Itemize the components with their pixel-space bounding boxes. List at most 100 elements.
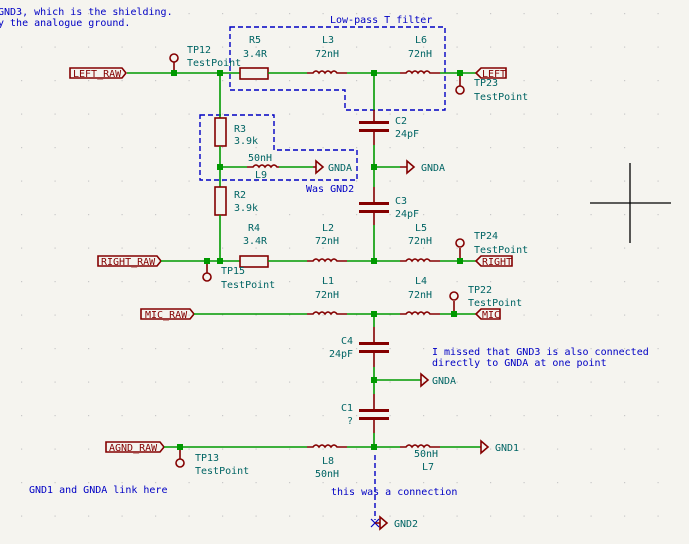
grid-dot	[88, 80, 90, 82]
r2-value: 3.9k	[234, 203, 258, 214]
grid-dot	[624, 482, 626, 484]
grid-dot	[289, 448, 291, 450]
grid-dot	[624, 46, 626, 48]
grid-dot	[456, 46, 458, 48]
global-label-right-raw[interactable]: RIGHT_RAW	[97, 255, 163, 268]
power-gnda-2[interactable]: GNDA	[400, 159, 445, 175]
grid-dot	[423, 113, 425, 115]
inductor-l9[interactable]	[247, 164, 279, 169]
grid-dot	[423, 281, 425, 283]
grid-dot	[54, 314, 56, 316]
grid-dot	[155, 381, 157, 383]
grid-dot	[188, 314, 190, 316]
grid-dot	[389, 415, 391, 417]
capacitor-c1[interactable]	[359, 394, 389, 433]
grid-dot	[21, 281, 23, 283]
grid-dot	[54, 180, 56, 182]
grid-dot	[657, 46, 659, 48]
grid-dot	[356, 482, 358, 484]
inductor-l5[interactable]	[400, 258, 440, 263]
c4-value: 24pF	[329, 349, 353, 360]
grid-dot	[389, 180, 391, 182]
grid-dot	[657, 415, 659, 417]
grid-dot	[490, 46, 492, 48]
grid-dot	[322, 415, 324, 417]
inductor-l8[interactable]	[307, 444, 347, 449]
testpoint-tp24[interactable]	[455, 238, 465, 261]
grid-dot	[322, 247, 324, 249]
global-label-agnd-raw[interactable]: AGND_RAW	[105, 441, 166, 454]
grid-dot	[121, 247, 123, 249]
grid-dot	[188, 80, 190, 82]
resistor-r5[interactable]	[239, 67, 269, 80]
svg-text:MIC: MIC	[482, 310, 500, 321]
grid-dot	[88, 314, 90, 316]
inductor-l1[interactable]	[307, 311, 347, 316]
tp13-ref: TP13	[195, 453, 219, 464]
capacitor-c4[interactable]	[359, 327, 389, 367]
grid-dot	[657, 13, 659, 15]
grid-dot	[624, 13, 626, 15]
l4-ref: L4	[415, 276, 427, 287]
power-gnda-1[interactable]: GNDA	[313, 159, 352, 175]
grid-dot	[389, 314, 391, 316]
testpoint-tp22[interactable]	[449, 291, 459, 314]
power-gnda-3[interactable]: GNDA	[420, 372, 456, 388]
grid-dot	[88, 515, 90, 517]
grid-dot	[356, 113, 358, 115]
inductor-l3[interactable]	[307, 70, 347, 75]
grid-dot	[624, 381, 626, 383]
grid-dot	[54, 381, 56, 383]
global-label-left-raw[interactable]: LEFT_RAW	[69, 67, 128, 80]
grid-dot	[523, 46, 525, 48]
grid-dot	[423, 415, 425, 417]
grid-dot	[155, 214, 157, 216]
l1-ref: L1	[322, 276, 334, 287]
power-gnd1[interactable]: GND1	[480, 439, 519, 455]
note-was-gnd2: Was GND2	[306, 184, 354, 195]
testpoint-tp23[interactable]	[455, 73, 465, 95]
inductor-l6[interactable]	[400, 70, 440, 75]
grid-dot	[557, 247, 559, 249]
grid-dot	[456, 381, 458, 383]
resistor-r3[interactable]	[214, 117, 227, 147]
grid-dot	[322, 515, 324, 517]
grid-dot	[255, 180, 257, 182]
grid-dot	[155, 515, 157, 517]
global-label-left[interactable]: LEFT	[474, 67, 507, 80]
inductor-l4[interactable]	[400, 311, 440, 316]
grid-dot	[188, 147, 190, 149]
grid-dot	[21, 415, 23, 417]
grid-dot	[356, 515, 358, 517]
grid-dot	[289, 348, 291, 350]
grid-dot	[54, 13, 56, 15]
l5-value: 72nH	[408, 236, 432, 247]
l4-value: 72nH	[408, 290, 432, 301]
grid-dot	[88, 113, 90, 115]
capacitor-c2[interactable]	[359, 110, 389, 145]
svg-text:GNDA: GNDA	[328, 163, 352, 174]
grid-dot	[121, 381, 123, 383]
c3-value: 24pF	[395, 209, 419, 220]
capacitor-c3[interactable]	[359, 187, 389, 225]
grid-dot	[657, 180, 659, 182]
grid-dot	[322, 80, 324, 82]
grid-dot	[456, 247, 458, 249]
global-label-mic[interactable]: MIC	[474, 308, 501, 321]
tp24-value: TestPoint	[474, 245, 528, 256]
grid-dot	[423, 314, 425, 316]
global-label-right[interactable]: RIGHT	[474, 255, 513, 268]
grid-dot	[590, 281, 592, 283]
grid-dot	[322, 113, 324, 115]
grid-dot	[322, 314, 324, 316]
svg-text:RIGHT_RAW: RIGHT_RAW	[101, 257, 156, 268]
grid-dot	[590, 348, 592, 350]
grid-dot	[356, 13, 358, 15]
grid-dot	[356, 80, 358, 82]
global-label-mic-raw[interactable]: MIC_RAW	[140, 308, 196, 321]
power-gnd2[interactable]: GND2	[375, 515, 418, 531]
resistor-r2[interactable]	[214, 186, 227, 216]
inductor-l7[interactable]	[400, 444, 440, 449]
inductor-l2[interactable]	[307, 258, 347, 263]
